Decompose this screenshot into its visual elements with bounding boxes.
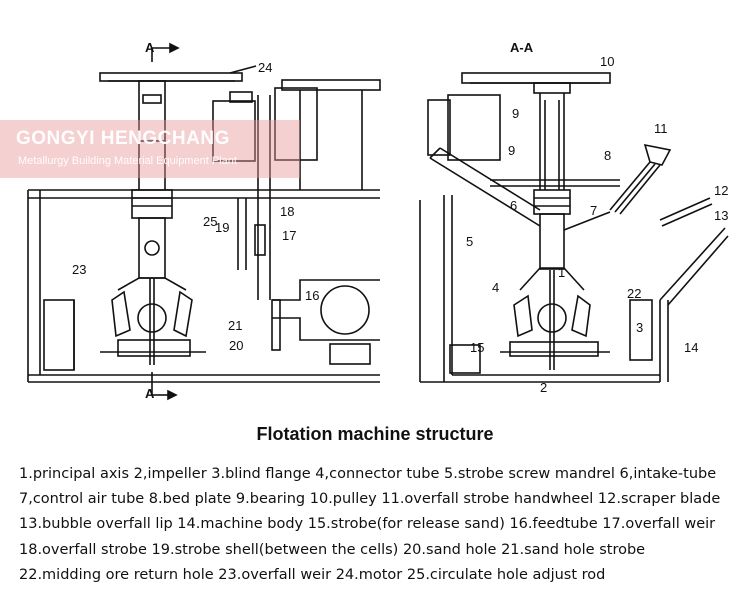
callout-9b: 9 [508,143,515,158]
callout-1: 1 [558,265,565,280]
parts-legend: 1.principal axis 2,impeller 3.blind flan… [19,462,739,588]
callout-3: 3 [636,320,643,335]
watermark-title: GONGYI HENGCHANG [16,128,230,149]
callout-18: 18 [280,204,294,219]
callout-16: 16 [305,288,319,303]
diagram-caption: Flotation machine structure [256,424,494,444]
callout-4: 4 [492,280,499,295]
legend-line: 22.midding ore return hole 23.overfall w… [19,566,606,583]
callout-24: 24 [258,60,272,75]
callout-12: 12 [714,183,728,198]
legend-line: 13.bubble overfall lip 14.machine body 1… [19,516,716,533]
legend-line: 1.principal axis 2,impeller 3.blind flan… [19,466,717,482]
callout-14: 14 [684,340,698,355]
callout-9a: 9 [512,106,519,121]
callout-7: 7 [590,203,597,218]
callout-21: 21 [228,318,242,333]
callout-11: 11 [654,121,668,136]
callout-15: 15 [470,340,484,355]
callout-20: 20 [229,338,243,353]
callout-8: 8 [604,148,611,163]
watermark-banner [0,120,300,178]
watermark-subtitle: Metallurgy Building Material Equipment P… [18,155,237,167]
legend-line: 7,control air tube 8.bed plate 9.bearing… [19,491,721,508]
section-label-right: A-A [510,40,534,55]
callout-25: 25 [203,214,217,229]
callout-6: 6 [510,198,517,213]
callout-10: 10 [600,54,614,69]
callout-23: 23 [72,262,86,277]
callout-19: 19 [215,220,229,235]
legend-line: 18.overfall strobe 19.strobe shell(betwe… [19,541,646,558]
callout-5: 5 [466,234,473,249]
callout-17: 17 [282,228,296,243]
callout-22: 22 [627,286,641,301]
flotation-diagram: A A A-A 1 2 3 4 5 6 7 8 9 9 10 11 12 13 … [27,40,729,401]
section-label-left-bottom: A [145,386,155,401]
callout-13: 13 [714,208,728,223]
section-label-left-top: A [145,40,155,55]
callout-2: 2 [540,380,547,395]
